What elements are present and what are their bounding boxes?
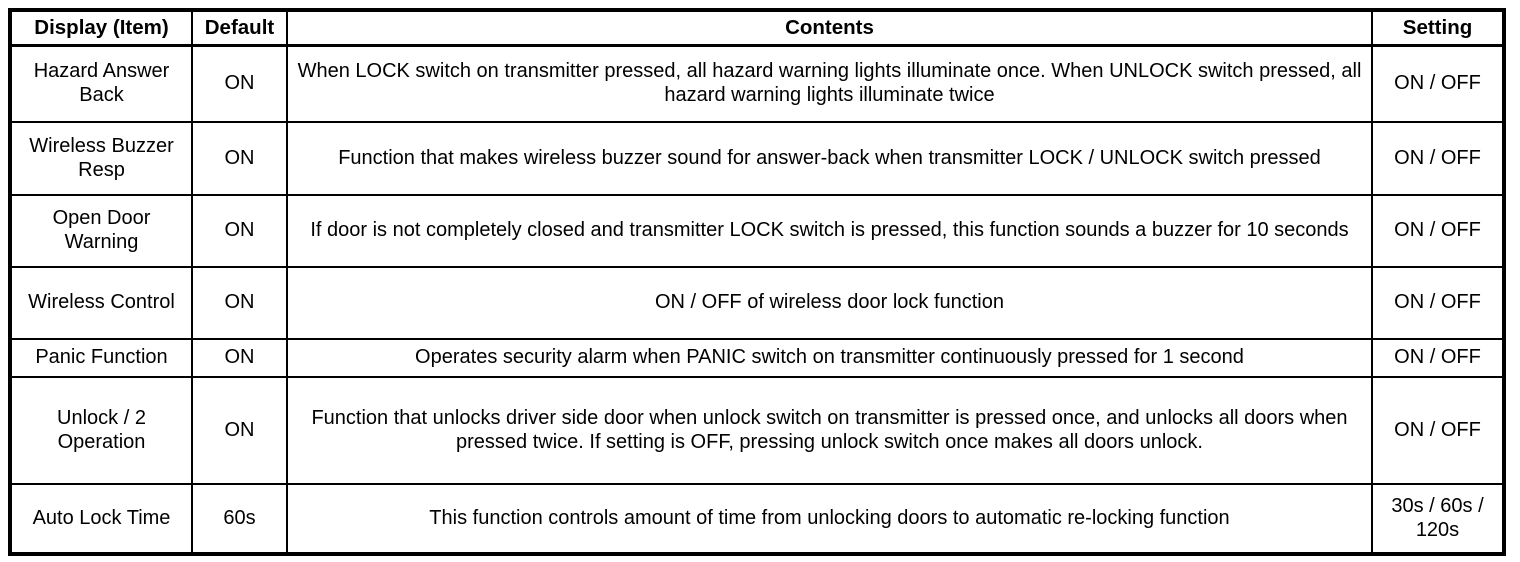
table-row: Open Door Warning ON If door is not comp… [9,194,1505,268]
cell-display: Unlock / 2 Operation [9,376,193,485]
cell-contents: When LOCK switch on transmitter pressed,… [286,44,1373,123]
table-row: Wireless Control ON ON / OFF of wireless… [9,266,1505,340]
cell-contents: Operates security alarm when PANIC switc… [286,338,1373,378]
cell-display: Wireless Control [9,266,193,340]
cell-setting: ON / OFF [1371,376,1505,485]
column-header-display: Display (Item) [9,9,193,47]
header-row: Display (Item) Default Contents Setting [9,9,1505,47]
cell-display: Open Door Warning [9,194,193,268]
table-row: Wireless Buzzer Resp ON Function that ma… [9,121,1505,196]
cell-default: ON [191,194,288,268]
column-header-contents: Contents [286,9,1373,47]
table-row: Panic Function ON Operates security alar… [9,338,1505,378]
table-row: Hazard Answer Back ON When LOCK switch o… [9,44,1505,123]
table-row: Unlock / 2 Operation ON Function that un… [9,376,1505,485]
cell-default: 60s [191,483,288,556]
table-row: Auto Lock Time 60s This function control… [9,483,1505,556]
cell-contents: ON / OFF of wireless door lock function [286,266,1373,340]
cell-setting: ON / OFF [1371,266,1505,340]
cell-contents: This function controls amount of time fr… [286,483,1373,556]
cell-contents: Function that unlocks driver side door w… [286,376,1373,485]
cell-contents: Function that makes wireless buzzer soun… [286,121,1373,196]
settings-specification-table: Display (Item) Default Contents Setting … [8,8,1506,556]
cell-setting: ON / OFF [1371,338,1505,378]
cell-contents: If door is not completely closed and tra… [286,194,1373,268]
cell-setting: ON / OFF [1371,44,1505,123]
cell-display: Wireless Buzzer Resp [9,121,193,196]
cell-setting: 30s / 60s / 120s [1371,483,1505,556]
column-header-setting: Setting [1371,9,1505,47]
cell-default: ON [191,266,288,340]
cell-default: ON [191,44,288,123]
cell-setting: ON / OFF [1371,121,1505,196]
cell-default: ON [191,338,288,378]
cell-setting: ON / OFF [1371,194,1505,268]
table-body: Hazard Answer Back ON When LOCK switch o… [9,44,1505,556]
cell-default: ON [191,121,288,196]
column-header-default: Default [191,9,288,47]
cell-display: Auto Lock Time [9,483,193,556]
cell-default: ON [191,376,288,485]
cell-display: Hazard Answer Back [9,44,193,123]
table-header: Display (Item) Default Contents Setting [9,9,1505,47]
cell-display: Panic Function [9,338,193,378]
